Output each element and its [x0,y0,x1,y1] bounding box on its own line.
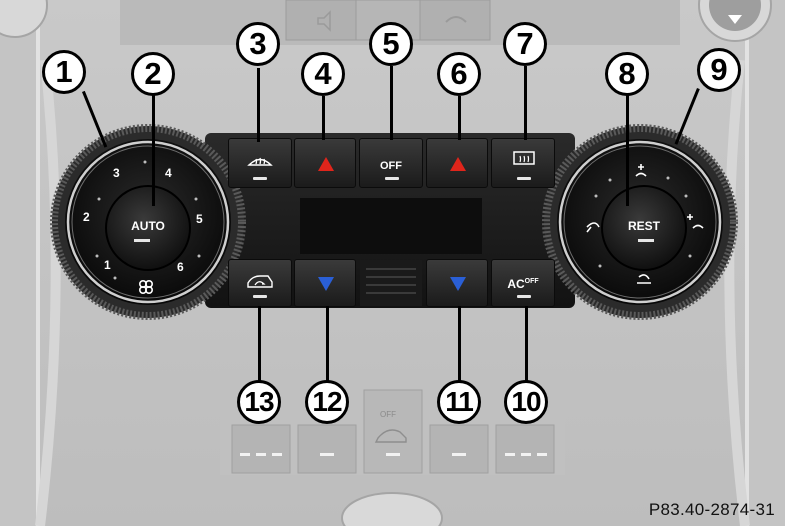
off-label: OFF [380,160,402,172]
leader-4 [322,96,325,140]
leader-3 [257,68,260,142]
callout-2: 2 [131,52,175,96]
leader-2 [152,94,155,206]
ac-text: AC [507,277,525,291]
windscreen-defrost-button[interactable] [228,138,292,188]
fan-speed-3: 3 [113,166,120,180]
ac-off-superscript: OFF [524,278,539,285]
callout-4: 4 [301,52,345,96]
temp-down-left-button[interactable] [294,259,356,307]
lower-off-label: OFF [380,410,396,419]
leader-5 [390,66,393,140]
leader-6 [458,96,461,140]
leader-7 [524,66,527,140]
callout-9: 9 [697,48,741,92]
fan-speed-5: 5 [196,212,203,226]
callout-5: 5 [369,22,413,66]
temp-up-left-button[interactable] [294,138,356,188]
callout-8: 8 [605,52,649,96]
leader-11 [458,306,461,382]
leader-12 [326,306,329,382]
callout-11: 11 [437,380,481,424]
fan-speed-1: 1 [104,258,111,272]
right-knob-artwork [542,124,738,320]
callout-3: 3 [236,22,280,66]
left-knob-artwork [50,124,246,320]
callout-10: 10 [504,380,548,424]
callout-1: 1 [42,50,86,94]
callout-13: 13 [237,380,281,424]
ac-label: ACOFF [492,277,554,291]
windscreen-defrost-icon [247,157,273,166]
mute-icon [317,10,331,32]
fan-speed-2: 2 [83,210,90,224]
temp-up-right-button[interactable] [426,138,488,188]
vent-grille [360,260,422,306]
callout-6: 6 [437,52,481,96]
air-distribution-icons [586,164,704,284]
blue-triangle-down-icon-right [450,277,466,291]
figure-reference-code: P83.40-2874-31 [648,500,775,519]
recirculation-button[interactable] [228,259,292,307]
off-button[interactable]: OFF [359,138,423,188]
leader-8 [626,94,629,206]
fan-speed-6: 6 [177,260,184,274]
red-triangle-up-icon [318,157,334,171]
lower-off-recirculation-icon [374,429,407,443]
auto-label[interactable]: AUTO [131,219,165,233]
air-recirculation-icon [247,275,273,288]
blue-triangle-down-icon [318,277,334,291]
phone-icon [445,16,467,23]
rear-window-defrost-icon [513,151,535,165]
callout-7: 7 [503,22,547,66]
callout-12: 12 [305,380,349,424]
ac-off-button[interactable]: ACOFF [491,259,555,307]
fan-speed-4: 4 [165,166,172,180]
red-triangle-up-icon-right [450,157,466,171]
rear-window-defrost-button[interactable] [491,138,555,188]
rest-label[interactable]: REST [627,219,660,233]
leader-13 [258,306,261,382]
fan-icon [138,279,154,295]
temp-down-right-button[interactable] [426,259,488,307]
leader-10 [525,306,528,382]
